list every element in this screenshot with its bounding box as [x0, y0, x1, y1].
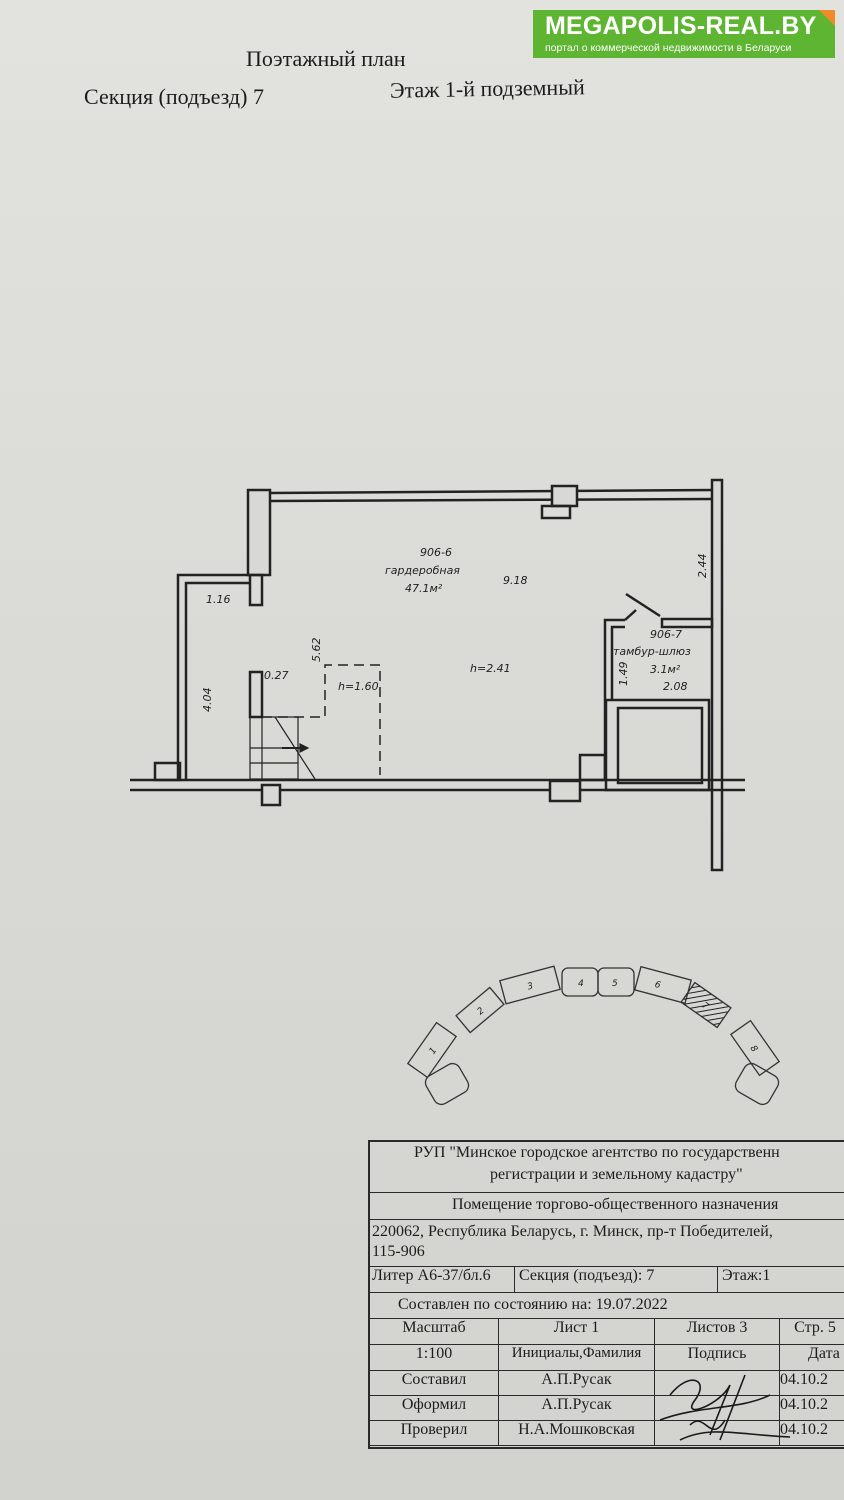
address-line2: 115-906 [372, 1243, 425, 1260]
dimension: 5.62 [310, 638, 323, 663]
compiled-row: Составлен по состоянию на: 19.07.2022 [370, 1293, 844, 1319]
dimension: 9.18 [503, 574, 528, 587]
org-row: РУП "Минское городское агентство по госу… [370, 1142, 844, 1193]
room-area: 47.1м² [405, 582, 443, 595]
page-title: Поэтажный план [246, 46, 406, 71]
dimension: 2.44 [696, 554, 709, 579]
staircase [249, 716, 316, 780]
signature-cell [655, 1371, 780, 1395]
scale-value: 1:100 [370, 1345, 499, 1370]
key-plan-section: 3 [526, 981, 534, 992]
room-name: тамбур-шлюз [613, 645, 691, 658]
page-number: Стр. 5 [794, 1319, 836, 1336]
signature-cell [655, 1421, 780, 1445]
key-plan-section: 6 [653, 980, 661, 991]
person-date: 04.10.2 [780, 1396, 828, 1413]
dashed-area [262, 664, 381, 775]
person-date: 04.10.2 [780, 1421, 828, 1438]
person-name: А.П.Русак [499, 1396, 655, 1420]
title-block: РУП "Минское городское агентство по госу… [368, 1140, 844, 1449]
sheet-number: Лист 1 [499, 1319, 655, 1344]
logo-tagline: портал о коммерческой недвижимости в Бел… [545, 42, 792, 54]
sheet-row: Масштаб Лист 1 Листов 3 Стр. 5 [370, 1319, 844, 1345]
watermark-logo[interactable]: MEGAPOLIS-REAL.BY портал о коммерческой … [533, 10, 835, 58]
ceiling-height: h=2.41 [470, 662, 511, 675]
floor: Этаж:1 [722, 1267, 771, 1284]
room-area: 3.1м² [650, 663, 681, 676]
handwritten-signature [659, 1374, 791, 1441]
section-label: Секция (подъезд) 7 [84, 84, 264, 109]
person-role: Составил [370, 1371, 499, 1395]
compiled-date: Составлен по состоянию на: 19.07.2022 [398, 1296, 668, 1313]
room-id: 906-6 [420, 546, 452, 559]
logo-corner-mark [819, 10, 835, 26]
signature-header: Подпись [655, 1345, 780, 1370]
signature-cell [655, 1396, 780, 1420]
person-name: Н.А.Мошковская [499, 1421, 655, 1445]
person-row: Оформил А.П.Русак 04.10.2 [370, 1396, 844, 1421]
liter-row: Литер А6-37/бл.6 Секция (подъезд): 7 Эта… [370, 1267, 844, 1293]
ceiling-height: h=1.60 [338, 680, 379, 693]
org-name: РУП "Минское городское агентство по госу… [414, 1144, 780, 1161]
floor-plan: 906-6 гардеробная 47.1м² 906-7 тамбур-шл… [130, 478, 781, 1106]
date-header: Дата [808, 1345, 840, 1362]
key-plan-section: 5 [612, 979, 618, 989]
room-id: 906-7 [650, 628, 682, 641]
person-date: 04.10.2 [780, 1371, 828, 1388]
key-plan-section: 2 [476, 1006, 487, 1018]
dimension: 1.16 [206, 593, 231, 606]
address-row: 220062, Республика Беларусь, г. Минск, п… [370, 1220, 844, 1267]
section: Секция (подъезд): 7 [515, 1267, 718, 1292]
dimension: 2.08 [663, 680, 688, 693]
header-row: 1:100 Инициалы,Фамилия Подпись Дата [370, 1345, 844, 1371]
walls [130, 478, 745, 872]
key-plan-section: 7 [700, 1001, 711, 1013]
person-role: Проверил [370, 1421, 499, 1445]
person-name: А.П.Русак [499, 1371, 655, 1395]
person-row: Проверил Н.А.Мошковская 04.10.2 [370, 1421, 844, 1446]
sheets-total: Листов 3 [655, 1319, 780, 1344]
org-name-line2: регистрации и земельному кадастру" [490, 1166, 743, 1183]
logo-site-name: MEGAPOLIS-REAL.BY [545, 12, 817, 40]
person-role: Оформил [370, 1396, 499, 1420]
dimension: 0.27 [264, 669, 289, 682]
key-plan: 1 2 3 4 5 6 7 8 [406, 965, 781, 1106]
purpose-row: Помещение торгово-общественного назначен… [370, 1193, 844, 1220]
key-plan-section: 1 [428, 1046, 439, 1056]
person-row: Составил А.П.Русак 04.10.2 [370, 1371, 844, 1396]
address: 220062, Республика Беларусь, г. Минск, п… [372, 1223, 773, 1240]
liter: Литер А6-37/бл.6 [370, 1267, 515, 1292]
key-plan-section: 8 [748, 1044, 760, 1055]
room-name: гардеробная [385, 564, 460, 577]
scale-label: Масштаб [370, 1319, 499, 1344]
key-plan-section: 4 [578, 979, 584, 989]
dimension: 1.49 [617, 662, 630, 687]
dimension: 4.04 [201, 688, 214, 713]
premises-purpose: Помещение торгово-общественного назначен… [452, 1196, 779, 1213]
names-header: Инициалы,Фамилия [499, 1345, 655, 1370]
